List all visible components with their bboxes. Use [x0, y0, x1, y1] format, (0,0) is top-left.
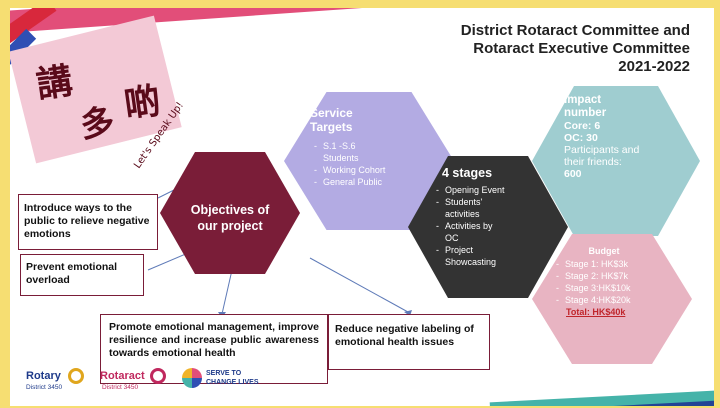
stage-item: Activities by OC	[436, 220, 496, 244]
stage-item: Students' activities	[436, 196, 496, 220]
rotaract-logo-text: Rotaract	[100, 370, 145, 382]
impact-content: Impact number Core: 6 OC: 30 Participant…	[564, 94, 674, 180]
service-target-item: S.1 -S.6 Students	[314, 140, 384, 164]
service-targets-content: Service Targets S.1 -S.6 Students Workin…	[310, 106, 420, 188]
service-target-item: General Public	[314, 176, 420, 188]
impact-oc: OC: 30	[564, 132, 598, 144]
rotary-logo-text: Rotary	[26, 370, 61, 382]
connector-to-box2	[147, 252, 189, 271]
service-targets-title: Service Targets	[310, 106, 353, 134]
stages-title: 4 stages	[442, 166, 493, 180]
header-title-line-3: 2021-2022	[618, 58, 690, 75]
stages-content: 4 stages Opening Event Students' activit…	[436, 166, 536, 268]
serve-to-change-lives-icon	[182, 368, 202, 388]
service-target-item: Working Cohort	[314, 164, 420, 176]
budget-item: Stage 3:HK$10k	[556, 282, 676, 294]
budget-item: Stage 2: HK$7k	[556, 270, 676, 282]
slide: District Rotaract Committee and Rotaract…	[10, 8, 714, 406]
header-title-line-1: District Rotaract Committee and	[460, 22, 690, 39]
objective-box-prevent-overload: Prevent emotional overload	[20, 254, 144, 296]
budget-content: Budget Stage 1: HK$3k Stage 2: HK$7k Sta…	[556, 246, 676, 318]
budget-list: Stage 1: HK$3k Stage 2: HK$7k Stage 3:HK…	[556, 258, 676, 306]
stage-item: Project Showcasting	[436, 244, 500, 268]
objective-box-relieve-emotions: Introduce ways to the public to relieve …	[18, 194, 158, 250]
objectives-title: Objectives of our project	[190, 203, 270, 233]
connector-to-box4	[309, 257, 409, 313]
connector-to-box3	[221, 269, 233, 315]
change-lives-text: CHANGE LIVES	[206, 379, 259, 386]
impact-core: Core: 6	[564, 120, 601, 132]
rotary-district-text: District 3450	[26, 384, 63, 391]
objective-box-promote-management: Promote emotional management, improve re…	[100, 314, 328, 384]
budget-item: Stage 1: HK$3k	[556, 258, 676, 270]
serve-to-text: SERVE TO	[206, 370, 242, 377]
stage-item: Opening Event	[436, 184, 536, 196]
rotary-wheel-icon	[68, 368, 84, 384]
budget-title: Budget	[588, 246, 620, 256]
impact-title: Impact number	[564, 94, 607, 119]
impact-hexagon	[532, 86, 700, 236]
impact-participants-value: 600	[564, 168, 582, 180]
stages-list: Opening Event Students' activities Activ…	[436, 184, 536, 268]
header-title-line-2: Rotaract Executive Committee	[473, 40, 690, 57]
service-targets-list: S.1 -S.6 Students Working Cohort General…	[314, 140, 420, 188]
budget-total: Total: HK$40k	[566, 307, 626, 317]
rotaract-district-text: District 3450	[102, 384, 139, 391]
objective-box-reduce-labeling: Reduce negative labeling of emotional he…	[328, 314, 490, 370]
budget-item: Stage 4:HK$20k	[556, 294, 676, 306]
rotaract-wheel-icon	[150, 368, 166, 384]
impact-participants: Participants and their friends:	[564, 144, 640, 168]
